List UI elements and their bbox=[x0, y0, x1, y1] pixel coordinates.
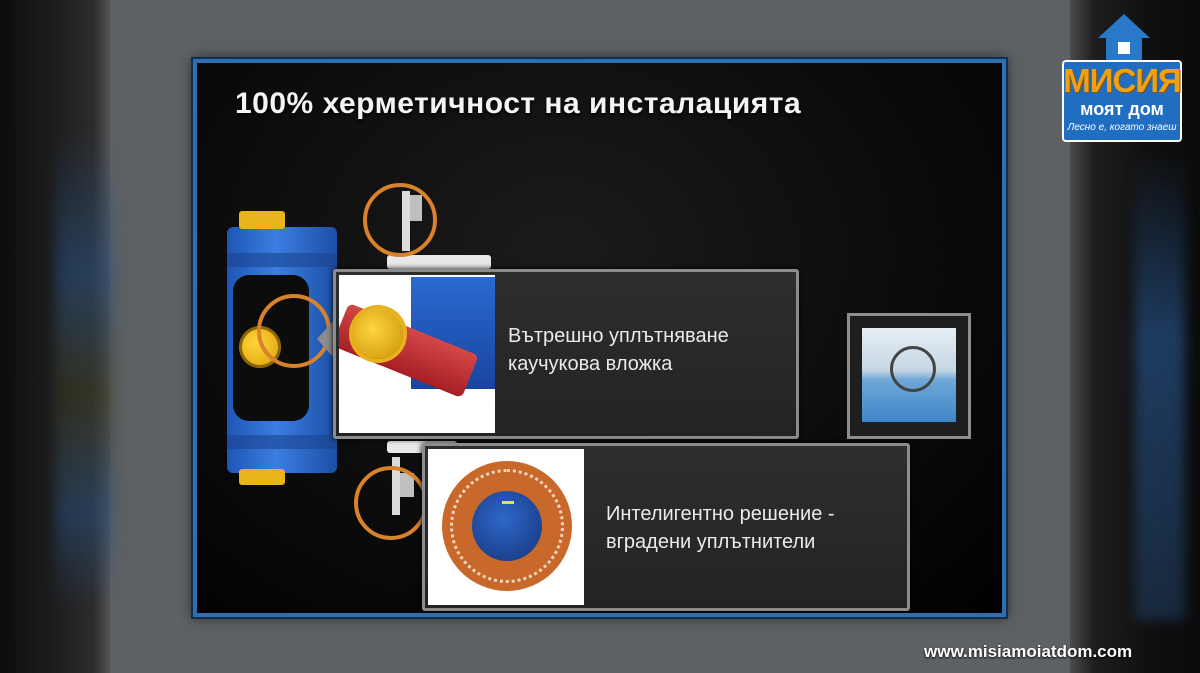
gasket-mark bbox=[502, 501, 514, 504]
callout-line-1: Интелигентно решение - bbox=[606, 503, 835, 525]
shower-hose-icon bbox=[890, 346, 936, 392]
right-blur-glow bbox=[1135, 150, 1185, 620]
yellow-knob bbox=[353, 309, 403, 359]
callout-line-2: вградени уплътнители bbox=[606, 531, 816, 553]
presentation-screen: 100% херметичност на инсталацията Вътреш… bbox=[193, 59, 1006, 617]
valve-top-cap bbox=[239, 211, 285, 229]
callout-text: Вътрешно уплътняване каучукова вложка bbox=[508, 322, 729, 378]
callout-internal-seal: Вътрешно уплътняване каучукова вложка bbox=[333, 269, 799, 439]
slide-title: 100% херметичност на инсталацията bbox=[235, 87, 802, 120]
callout-line-2: каучукова вложка bbox=[508, 353, 673, 375]
brand-logo: МИСИЯ моят дом Лесно е, когато знаеш bbox=[1060, 10, 1184, 142]
house-window-icon bbox=[1118, 42, 1130, 54]
callout-text: Интелигентно решение - вградени уплътнит… bbox=[606, 500, 835, 556]
gasket-image bbox=[428, 449, 584, 605]
valve-rib bbox=[227, 435, 337, 449]
logo-tagline: Лесно е, когато знаеш bbox=[1067, 122, 1177, 133]
left-blur-glow bbox=[55, 130, 115, 610]
logo-panel: МИСИЯ моят дом Лесно е, когато знаеш bbox=[1062, 60, 1182, 142]
logo-main-text: МИСИЯ bbox=[1063, 62, 1181, 99]
callout-built-in-seals: Интелигентно решение - вградени уплътнит… bbox=[422, 443, 910, 611]
highlight-ring-bottom bbox=[354, 466, 428, 540]
seal-detail-image bbox=[339, 275, 495, 433]
callout-pointer bbox=[317, 319, 335, 359]
logo-sub-text: моят дом bbox=[1080, 99, 1164, 119]
video-thumbnail[interactable] bbox=[847, 313, 971, 439]
house-roof-icon bbox=[1098, 14, 1150, 38]
valve-rib bbox=[227, 253, 337, 267]
pipe-top bbox=[387, 255, 491, 269]
callout-line-1: Вътрешно уплътняване bbox=[508, 325, 729, 347]
valve-bottom-cap bbox=[239, 469, 285, 485]
highlight-ring-top bbox=[363, 183, 437, 257]
shower-image bbox=[862, 328, 956, 422]
gasket-dots bbox=[450, 469, 564, 583]
website-url: www.misiamoiatdom.com bbox=[924, 642, 1133, 661]
